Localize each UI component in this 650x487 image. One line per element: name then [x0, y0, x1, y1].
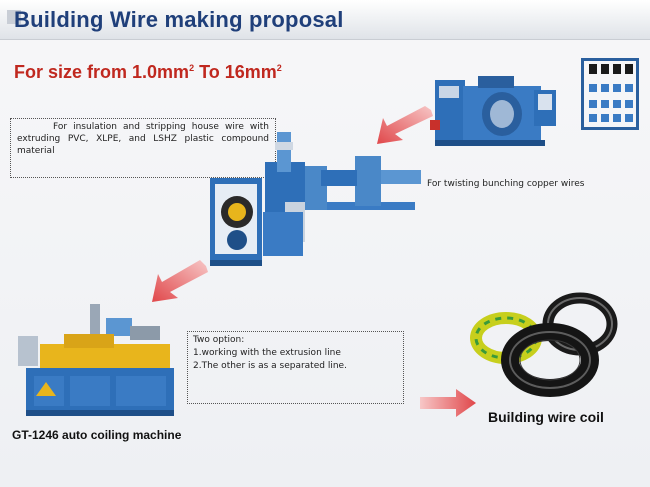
arrow-to-coil-icon — [420, 389, 476, 417]
subtitle-prefix: For size from 1.0mm — [14, 62, 190, 82]
arrow-to-coiling-icon — [152, 260, 208, 302]
size-range-subtitle: For size from 1.0mm2 To 16mm2 — [14, 62, 282, 83]
title-accent-square — [7, 10, 21, 24]
bunching-machine-image — [430, 76, 556, 146]
payoff-rack-image — [581, 58, 639, 130]
subtitle-mid: To 16mm — [194, 62, 277, 82]
title-bar: Building Wire making proposal — [0, 0, 650, 40]
arrow-to-extrusion-icon — [377, 106, 433, 144]
options-heading: Two option: — [193, 335, 245, 345]
subtitle-sup-1: 2 — [189, 63, 195, 73]
twisting-label: For twisting bunching copper wires — [427, 179, 585, 189]
page-title: Building Wire making proposal — [14, 7, 344, 32]
coiling-machine-label: GT-1246 auto coiling machine — [12, 428, 182, 442]
wire-coils-image — [470, 292, 618, 397]
subtitle-sup-2: 2 — [276, 63, 282, 73]
options-box: Two option: 1.working with the extrusion… — [187, 331, 404, 404]
coiling-machine-image — [18, 304, 174, 416]
extrusion-line-image — [210, 132, 421, 266]
coil-label: Building wire coil — [488, 409, 604, 425]
options-item-1: 1.working with the extrusion line — [193, 348, 341, 358]
options-item-2: 2.The other is as a separated line. — [193, 361, 347, 371]
